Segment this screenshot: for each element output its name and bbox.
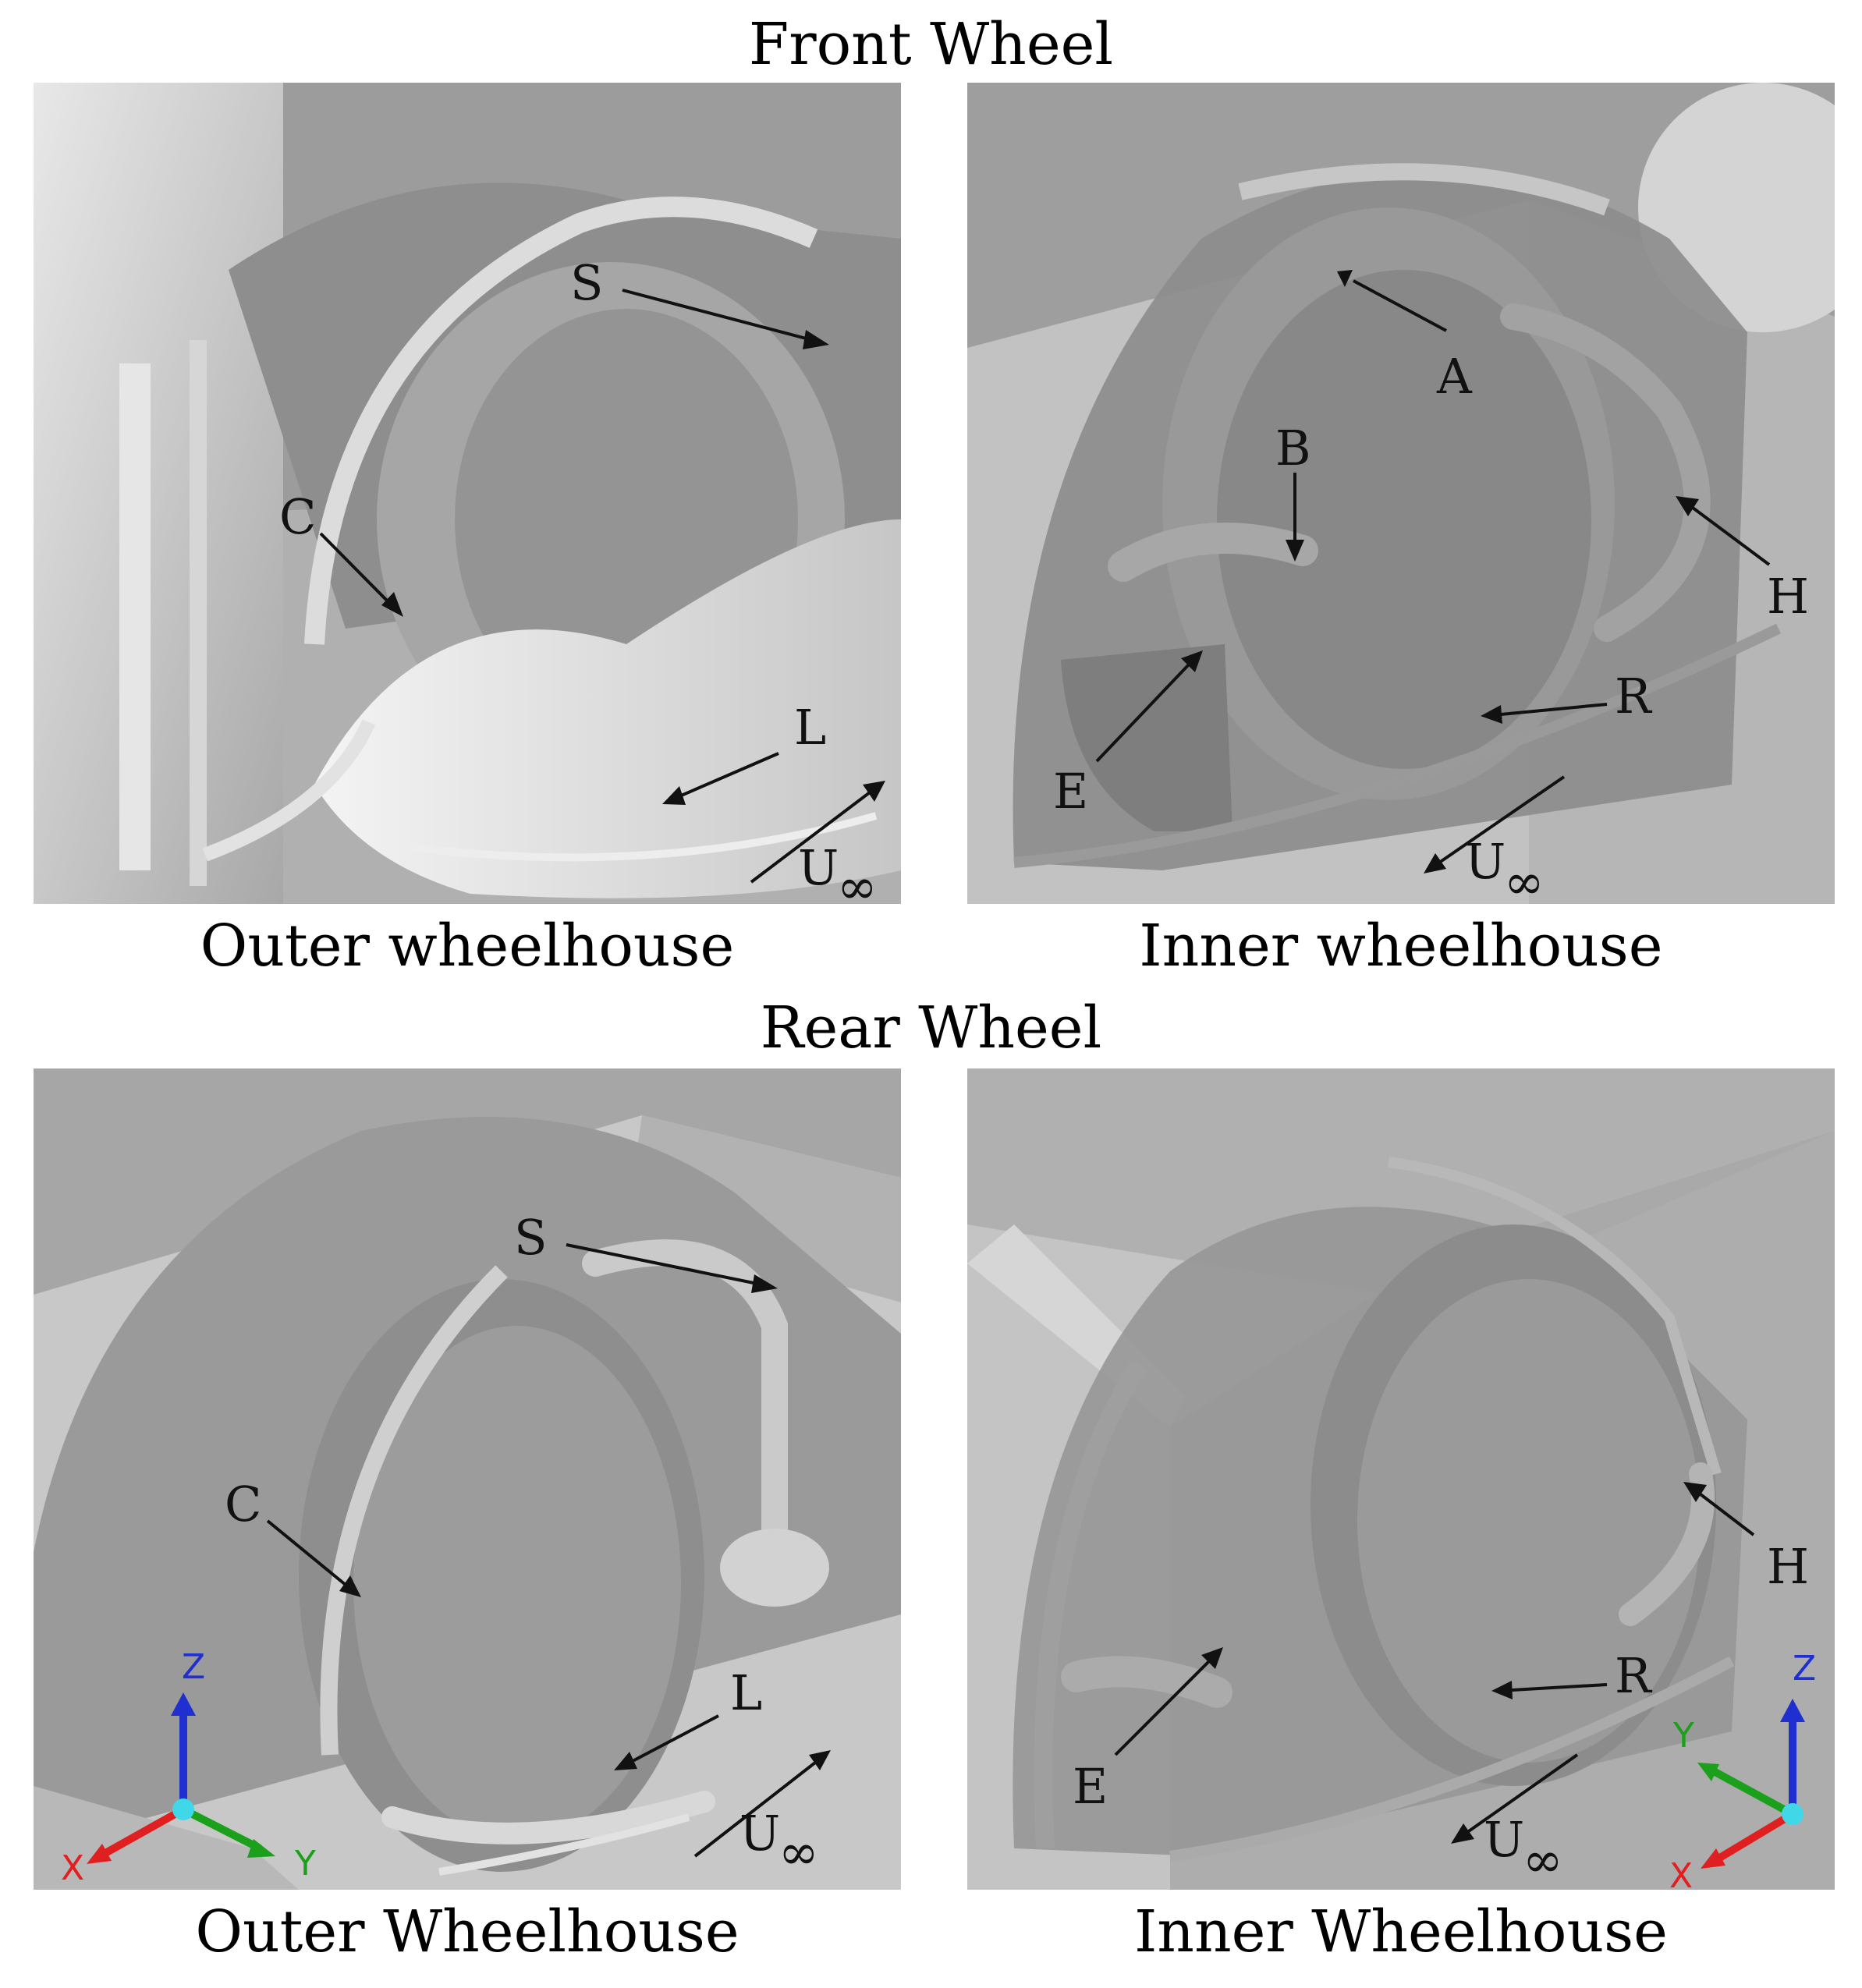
- label-e: E: [1053, 763, 1088, 820]
- front-inner-caption: Inner wheelhouse: [1139, 912, 1663, 980]
- front-inner-render: A B H R E U ∞: [967, 83, 1835, 904]
- rear-inner-render: H E R U ∞ Z Y X: [967, 1068, 1835, 1890]
- rear-wheel-title: Rear Wheel: [760, 994, 1102, 1061]
- front-outer-panel: S C L U ∞: [34, 83, 901, 904]
- label-l: L: [794, 699, 826, 756]
- front-outer-caption: Outer wheelhouse: [200, 912, 735, 980]
- axis-triad: Z Y X: [1669, 1649, 1816, 1890]
- label-s: S: [570, 254, 603, 311]
- axis-x-label: X: [61, 1848, 84, 1888]
- rear-outer-render: S C L U ∞ Z X Y: [34, 1068, 901, 1890]
- label-c: C: [279, 488, 316, 545]
- label-r: R: [1615, 1647, 1653, 1704]
- rear-outer-caption: Outer Wheelhouse: [195, 1898, 739, 1965]
- label-c: C: [225, 1476, 261, 1533]
- flow-u-symbol: U: [1465, 833, 1506, 890]
- flow-u-subscript: ∞: [837, 858, 878, 904]
- axis-z-label: Z: [1793, 1649, 1816, 1689]
- rear-inner-panel: H E R U ∞ Z Y X: [967, 1068, 1835, 1890]
- rear-inner-caption: Inner Wheelhouse: [1134, 1898, 1668, 1965]
- axis-y-label: Y: [1672, 1716, 1694, 1756]
- axis-x-label: X: [1669, 1856, 1693, 1890]
- axis-triad: Z X Y: [61, 1647, 316, 1888]
- front-inner-panel: A B H R E U ∞: [967, 83, 1835, 904]
- flow-u-subscript: ∞: [1504, 853, 1545, 904]
- label-h: H: [1767, 1538, 1809, 1595]
- flow-u-subscript: ∞: [778, 1823, 819, 1880]
- rear-outer-panel: S C L U ∞ Z X Y: [34, 1068, 901, 1890]
- front-wheel-title: Front Wheel: [748, 11, 1114, 78]
- axis-z-label: Z: [182, 1647, 205, 1687]
- label-s: S: [514, 1209, 547, 1266]
- flow-u-symbol: U: [739, 1805, 780, 1862]
- flow-u-symbol: U: [798, 839, 839, 896]
- label-b: B: [1275, 420, 1311, 477]
- label-l: L: [730, 1664, 762, 1721]
- label-a: A: [1436, 348, 1473, 405]
- flow-u-symbol: U: [1484, 1811, 1524, 1868]
- label-h: H: [1767, 568, 1809, 625]
- label-r: R: [1615, 668, 1653, 725]
- label-e: E: [1073, 1758, 1108, 1815]
- axis-y-label: Y: [294, 1844, 316, 1883]
- front-outer-render: S C L U ∞: [34, 83, 901, 904]
- flow-u-subscript: ∞: [1523, 1831, 1563, 1888]
